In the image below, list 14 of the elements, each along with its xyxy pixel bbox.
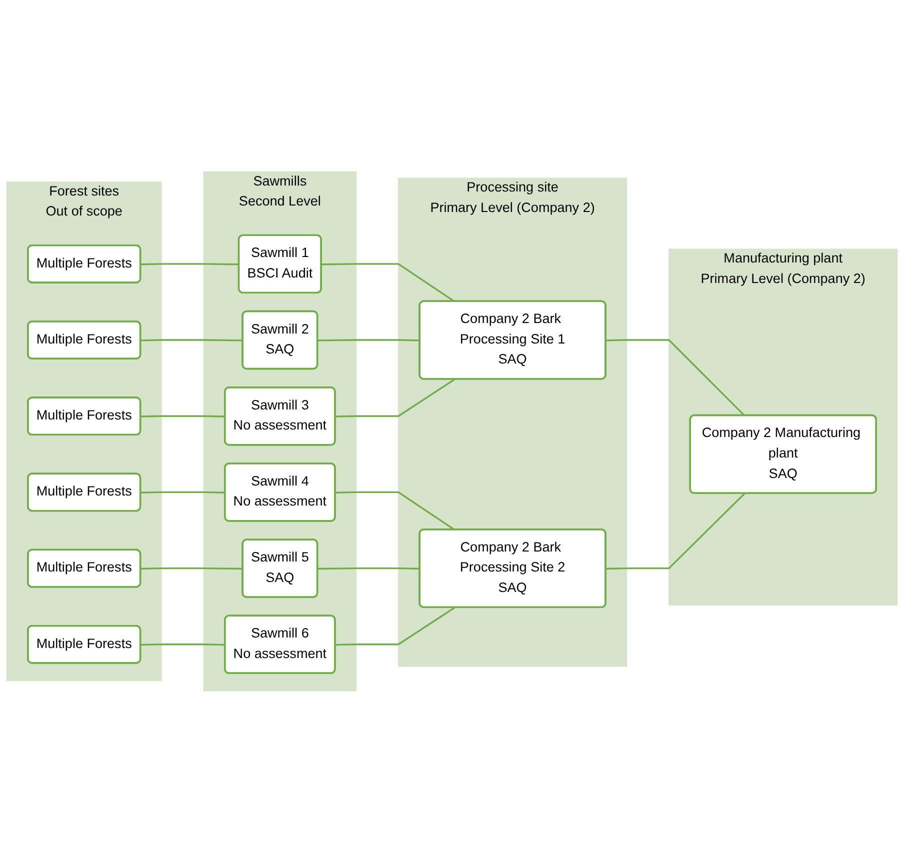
connector bbox=[140, 644, 226, 646]
connector bbox=[322, 263, 456, 302]
connector bbox=[606, 493, 746, 570]
connector bbox=[140, 263, 240, 266]
connector bbox=[318, 568, 420, 570]
connector bbox=[606, 339, 746, 416]
connector bbox=[140, 339, 243, 342]
connector bbox=[335, 492, 456, 531]
connector bbox=[335, 378, 456, 418]
connector bbox=[140, 568, 243, 570]
connector bbox=[140, 415, 226, 418]
connector bbox=[318, 339, 420, 342]
connector bbox=[140, 492, 226, 494]
connector bbox=[335, 607, 456, 646]
